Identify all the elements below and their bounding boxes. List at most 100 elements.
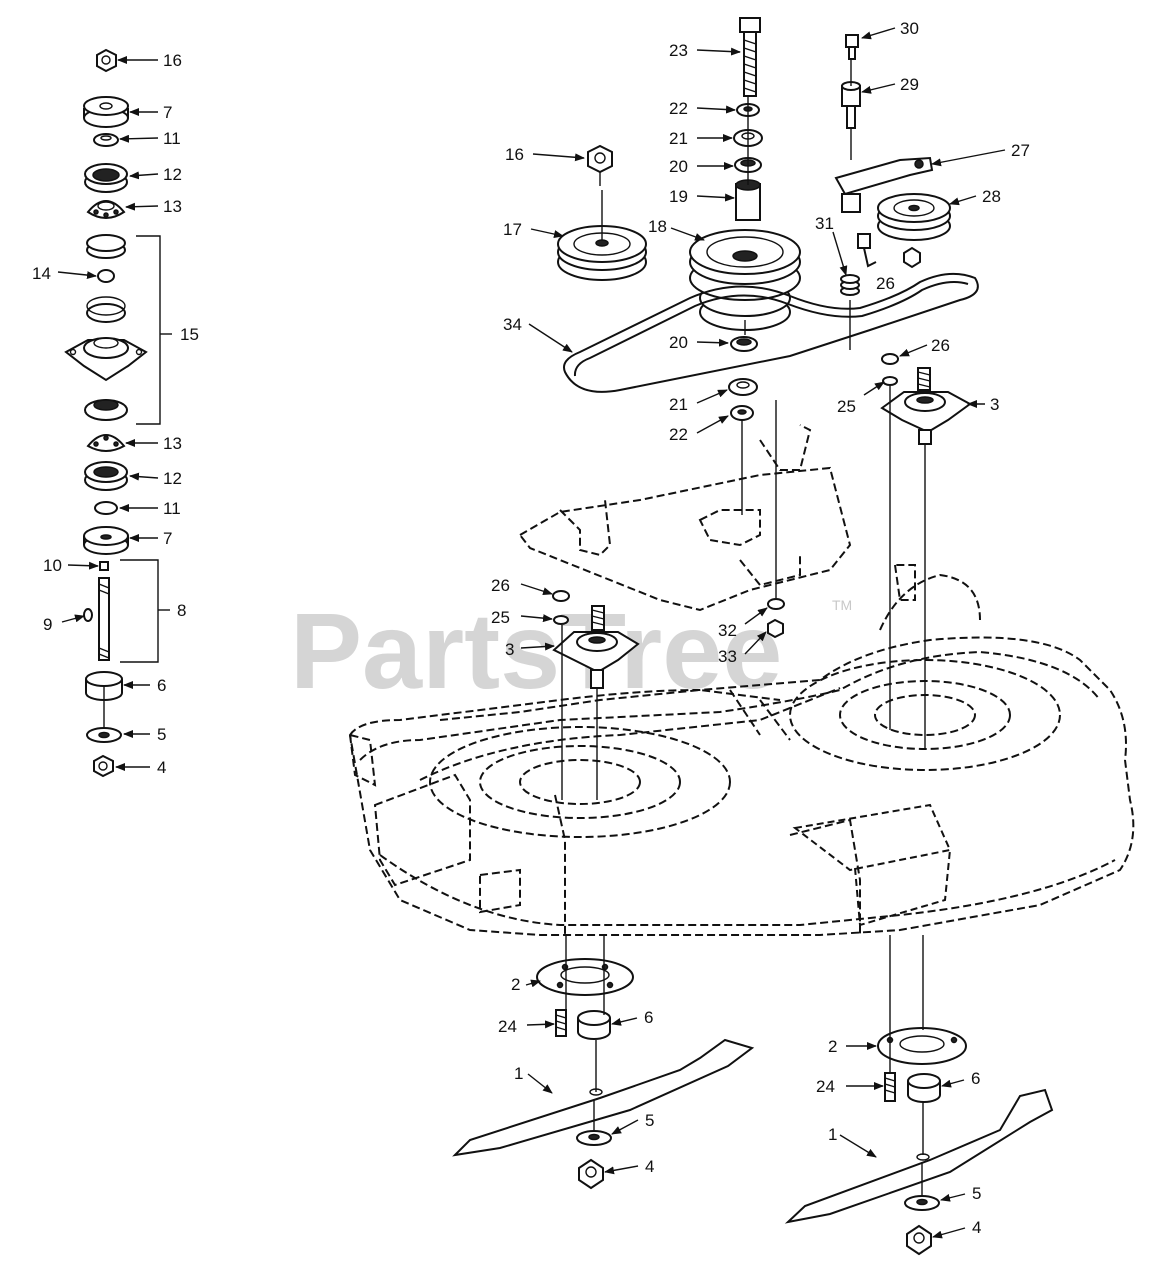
sleeve-19[interactable] <box>735 179 761 221</box>
spacer-11-lower[interactable] <box>94 501 118 515</box>
callout-4-blade-right: 4 <box>972 1218 981 1237</box>
callout-1-right: 1 <box>828 1125 837 1144</box>
callout-26-left: 26 <box>491 576 510 595</box>
callout-25-right: 25 <box>837 397 856 416</box>
callout-31: 31 <box>815 214 834 233</box>
callout-6-blade-left: 6 <box>644 1008 653 1027</box>
callout-5-blade-left: 5 <box>645 1111 654 1130</box>
nut-16[interactable] <box>96 48 117 73</box>
callout-28: 28 <box>982 187 1001 206</box>
callout-27: 27 <box>1011 141 1030 160</box>
callout-11-top: 11 <box>163 129 181 148</box>
bolt-24-right[interactable] <box>884 1072 896 1102</box>
callout-22-lower: 22 <box>669 425 688 444</box>
fitting-30[interactable] <box>845 34 859 60</box>
bolt-23[interactable] <box>739 17 761 97</box>
nut-4-blade-right[interactable] <box>906 1224 932 1256</box>
shaft-group-8[interactable] <box>83 559 170 663</box>
callout-5-blade-right: 5 <box>972 1184 981 1203</box>
callout-14: 14 <box>32 264 51 283</box>
callout-17: 17 <box>503 220 522 239</box>
callout-32: 32 <box>718 621 737 640</box>
callout-4-blade-left: 4 <box>645 1157 654 1176</box>
bearing-13-lower[interactable] <box>86 434 126 452</box>
blade-mount-2-left[interactable] <box>536 958 634 996</box>
bolt-24-left[interactable] <box>555 1009 567 1037</box>
callout-21-lower: 21 <box>669 395 688 414</box>
spacer-11-top[interactable] <box>93 133 119 147</box>
callout-13-top: 13 <box>163 197 182 216</box>
nut-16-pulley[interactable] <box>587 144 613 174</box>
callout-26-upper: 26 <box>876 274 895 293</box>
pulley-18-main[interactable] <box>689 229 801 331</box>
assembly-center-lines <box>103 59 926 1196</box>
callout-5-left: 5 <box>157 725 166 744</box>
spindle-housing-3-right[interactable] <box>880 353 972 445</box>
callout-leaders <box>57 27 1006 1239</box>
callout-23: 23 <box>669 41 688 60</box>
nut-4-left[interactable] <box>93 754 114 778</box>
bearing-20-lower[interactable] <box>730 336 758 352</box>
cap-7-lower[interactable] <box>83 526 129 555</box>
callout-12-lower: 12 <box>163 469 182 488</box>
callout-2-left: 2 <box>511 975 520 994</box>
callout-18: 18 <box>648 217 667 236</box>
watermark-trademark: TM <box>832 597 852 613</box>
belt-34[interactable] <box>563 272 979 393</box>
callout-21-top: 21 <box>669 129 688 148</box>
blade-mount-2-right[interactable] <box>877 1027 967 1065</box>
callout-6-blade-right: 6 <box>971 1069 980 1088</box>
callout-29: 29 <box>900 75 919 94</box>
callout-1-left: 1 <box>514 1064 523 1083</box>
spacer-21-lower[interactable] <box>728 378 758 396</box>
callout-20-lower: 20 <box>669 333 688 352</box>
callout-2-right: 2 <box>828 1037 837 1056</box>
callout-16-left: 16 <box>163 51 182 70</box>
callout-3-right: 3 <box>990 395 999 414</box>
callout-26-right: 26 <box>931 336 950 355</box>
housing-group-15[interactable] <box>64 234 172 425</box>
washer-5-blade-right[interactable] <box>904 1195 940 1211</box>
callout-34: 34 <box>503 315 522 334</box>
callout-7-top: 7 <box>163 103 172 122</box>
washer-22-lower[interactable] <box>730 405 754 421</box>
callout-7-lower: 7 <box>163 529 172 548</box>
callout-25-left: 25 <box>491 608 510 627</box>
callout-15: 15 <box>180 325 199 344</box>
washer-5-blade-left[interactable] <box>576 1130 612 1146</box>
callout-4-left: 4 <box>157 758 166 777</box>
idler-bracket-plate <box>518 424 852 612</box>
callout-13-lower: 13 <box>163 434 182 453</box>
washer-32[interactable] <box>767 598 785 610</box>
bearing-13-top[interactable] <box>86 200 126 219</box>
callout-22-top: 22 <box>669 99 688 118</box>
callout-12-top: 12 <box>163 165 182 184</box>
spring-31[interactable] <box>840 233 877 296</box>
post-29[interactable] <box>841 81 861 129</box>
callout-3-left: 3 <box>505 640 514 659</box>
pulley-assembly <box>557 17 979 421</box>
callout-33: 33 <box>718 647 737 666</box>
seal-12-top[interactable] <box>84 163 128 193</box>
nut-33[interactable] <box>767 618 784 639</box>
seal-12-lower[interactable] <box>84 461 128 491</box>
washer-5-left[interactable] <box>86 727 122 743</box>
spacer-6-blade-right[interactable] <box>907 1073 941 1103</box>
watermark-brand: PartsTree <box>290 590 782 711</box>
cap-7-top[interactable] <box>83 96 129 128</box>
callout-10: 10 <box>43 556 62 575</box>
pulley-17[interactable] <box>557 225 647 281</box>
callout-24-right: 24 <box>816 1077 835 1096</box>
nut-4-blade-left[interactable] <box>578 1158 604 1190</box>
callout-19: 19 <box>669 187 688 206</box>
idler-pulley-28[interactable] <box>877 193 951 241</box>
spacer-6-blade-left[interactable] <box>577 1010 611 1040</box>
callout-11-lower: 11 <box>163 499 181 518</box>
spindle-housing-3-left[interactable] <box>552 590 640 689</box>
spindle-exploded-stack <box>64 48 172 778</box>
nut-26-upper[interactable] <box>903 246 921 269</box>
callout-30: 30 <box>900 19 919 38</box>
callout-20-top: 20 <box>669 157 688 176</box>
idler-arm-27[interactable] <box>834 156 934 213</box>
